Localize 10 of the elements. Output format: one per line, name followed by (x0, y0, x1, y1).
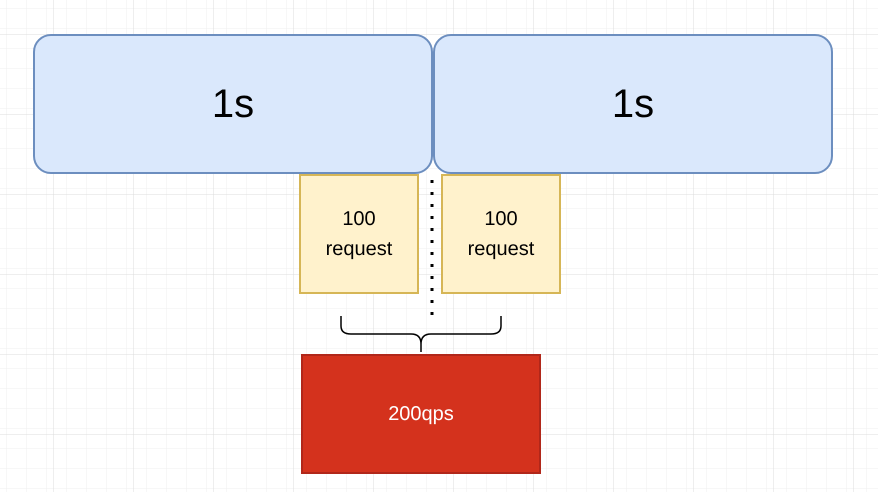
result-box (301, 354, 541, 474)
box-label: 100 request (324, 207, 394, 262)
box-label: 1s (210, 81, 256, 128)
box-label: 200qps (387, 402, 455, 427)
request-box (441, 174, 561, 294)
request-box (299, 174, 419, 294)
box-label: 100 request (466, 207, 536, 262)
box-label: 1s (610, 81, 656, 128)
time-window-box (33, 34, 433, 174)
time-window-box (433, 34, 833, 174)
